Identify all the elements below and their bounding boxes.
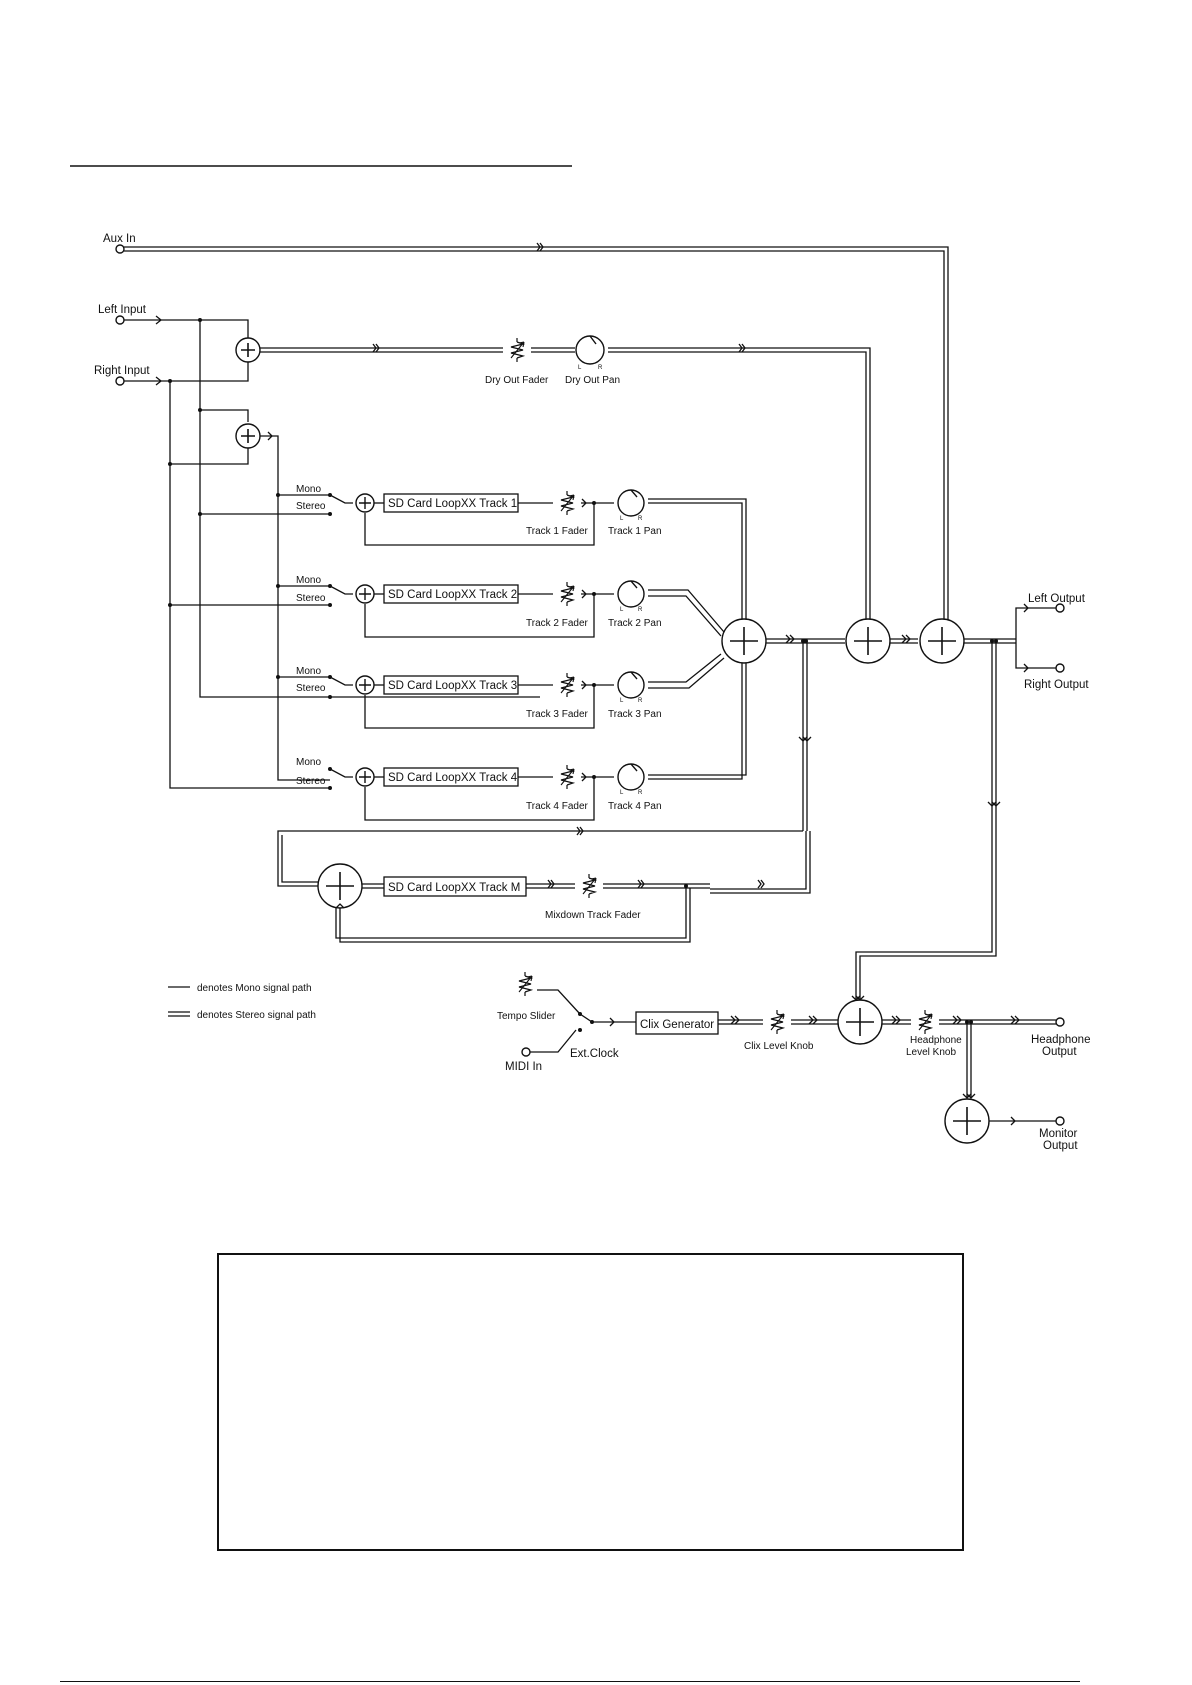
svg-text:L: L: [578, 365, 582, 371]
track-2-mono-label: Mono: [296, 575, 321, 586]
track-3-box-label: SD Card LoopXX Track 3: [388, 680, 517, 692]
track-3-stereo-label: Stereo: [296, 683, 326, 694]
aux-in-label: Aux In: [103, 233, 136, 245]
svg-text:L: L: [620, 607, 624, 613]
track-4-fader[interactable]: [560, 764, 575, 790]
track-3-mono-stereo-switch[interactable]: [329, 676, 353, 686]
mixdown-track: SD Card LoopXX Track M Mixdown Track Fad…: [277, 826, 811, 943]
mixdown-loop-box: [383, 876, 527, 897]
tempo-slider-label: Tempo Slider: [497, 1011, 556, 1022]
legend-mono-label: denotes Mono signal path: [197, 983, 312, 994]
mixdown-fader-label: Mixdown Track Fader: [545, 910, 641, 921]
track-3-pan-knob[interactable]: [617, 671, 645, 699]
track-2-pan-knob[interactable]: [617, 580, 645, 608]
svg-text:L: L: [620, 790, 624, 796]
svg-text:R: R: [638, 516, 643, 522]
track-1-pan-label: Track 1 Pan: [608, 526, 662, 537]
track-2-fader-label: Track 2 Fader: [526, 618, 589, 629]
clix-section: Tempo Slider MIDI In Ext.Clock Clix Gene…: [497, 971, 1090, 1152]
dry-out-pan-label: Dry Out Pan: [565, 375, 620, 386]
track-1-fader[interactable]: [560, 490, 575, 516]
track-3: Mono Stereo SD Card LoopXX Track 3 L R T…: [276, 653, 725, 729]
legend-stereo-label: denotes Stereo signal path: [197, 1010, 316, 1021]
mixdown-box-label: SD Card LoopXX Track M: [388, 882, 520, 894]
left-output-label: Left Output: [1028, 593, 1086, 605]
clock-source-switch[interactable]: [579, 1013, 636, 1023]
headphone-knob-label-1: Headphone: [910, 1035, 962, 1046]
ext-clock-label: Ext.Clock: [570, 1048, 619, 1060]
right-output-label: Right Output: [1024, 679, 1089, 691]
track-1-box-label: SD Card LoopXX Track 1: [388, 498, 517, 510]
svg-text:R: R: [638, 790, 643, 796]
svg-text:L: L: [620, 698, 624, 704]
monitor-output-label-2: Output: [1043, 1140, 1078, 1152]
mixdown-track-fader[interactable]: [582, 873, 597, 899]
footer-rule: [60, 1681, 1080, 1682]
right-output-jack: [1055, 663, 1065, 673]
dry-path: L R Dry Out Fader Dry Out Pan: [235, 335, 871, 781]
tempo-slider[interactable]: [518, 971, 533, 997]
monitor-output-jack: [1055, 1116, 1065, 1126]
track-1-pan-knob[interactable]: [617, 489, 645, 517]
track-2-pan-label: Track 2 Pan: [608, 618, 662, 629]
track-1-mono-stereo-switch[interactable]: [329, 494, 353, 504]
notes-box: [217, 1253, 964, 1551]
track-4-fader-label: Track 4 Fader: [526, 801, 589, 812]
headphone-level-knob[interactable]: [918, 1009, 933, 1035]
headphone-output-label-1: Headphone: [1031, 1034, 1090, 1046]
track-3-fader[interactable]: [560, 672, 575, 698]
input-section: Aux In Left Input Right Input: [94, 233, 949, 789]
track-3-pan-label: Track 3 Pan: [608, 709, 662, 720]
track-3-fader-label: Track 3 Fader: [526, 709, 589, 720]
track-1-mono-label: Mono: [296, 484, 321, 495]
headphone-output-jack: [1055, 1017, 1065, 1027]
svg-text:R: R: [638, 698, 643, 704]
clix-level-knob[interactable]: [770, 1009, 785, 1035]
track-4: Mono Stereo SD Card LoopXX Track 4 L R T…: [296, 663, 747, 821]
track-4-box-label: SD Card LoopXX Track 4: [388, 772, 518, 784]
track-4-pan-knob[interactable]: [617, 763, 645, 791]
track-2-box-label: SD Card LoopXX Track 2: [388, 589, 517, 601]
track-2-fader[interactable]: [560, 581, 575, 607]
clix-level-knob-label: Clix Level Knob: [744, 1041, 814, 1052]
headphone-output-label-2: Output: [1042, 1046, 1077, 1058]
svg-text:R: R: [598, 365, 603, 371]
left-input-jack: [115, 315, 125, 325]
dry-out-fader[interactable]: [510, 337, 525, 363]
dry-out-fader-label: Dry Out Fader: [485, 375, 549, 386]
track-3-mono-label: Mono: [296, 666, 321, 677]
track-4-stereo-label: Stereo: [296, 776, 326, 787]
track-2-mono-stereo-switch[interactable]: [329, 585, 353, 595]
main-mix: Left Output Right Output: [721, 593, 1089, 1000]
midi-in-label: MIDI In: [505, 1061, 542, 1073]
left-output-jack: [1055, 603, 1065, 613]
track-4-mono-stereo-switch[interactable]: [329, 768, 353, 778]
track-2-stereo-label: Stereo: [296, 593, 326, 604]
clix-generator-box: [635, 1011, 719, 1035]
left-input-label: Left Input: [98, 304, 147, 316]
track-1-fader-label: Track 1 Fader: [526, 526, 589, 537]
headphone-knob-label-2: Level Knob: [906, 1047, 956, 1058]
track-2: Mono Stereo SD Card LoopXX Track 2 L R T…: [276, 575, 725, 638]
track-1-stereo-label: Stereo: [296, 501, 326, 512]
dry-out-pan-knob[interactable]: [575, 335, 605, 365]
right-input-jack: [115, 376, 125, 386]
legend: denotes Mono signal path denotes Stereo …: [168, 983, 316, 1021]
clix-generator-label: Clix Generator: [640, 1019, 714, 1031]
svg-text:L: L: [620, 516, 624, 522]
aux-in-jack: [115, 244, 125, 254]
track-4-pan-label: Track 4 Pan: [608, 801, 662, 812]
monitor-output-label-1: Monitor: [1039, 1128, 1078, 1140]
svg-text:R: R: [638, 607, 643, 613]
track-4-mono-label: Mono: [296, 757, 321, 768]
midi-in-jack: [521, 1047, 531, 1057]
right-input-label: Right Input: [94, 365, 150, 377]
track-1: Mono Stereo SD Card LoopXX Track 1 L R T…: [276, 484, 747, 620]
